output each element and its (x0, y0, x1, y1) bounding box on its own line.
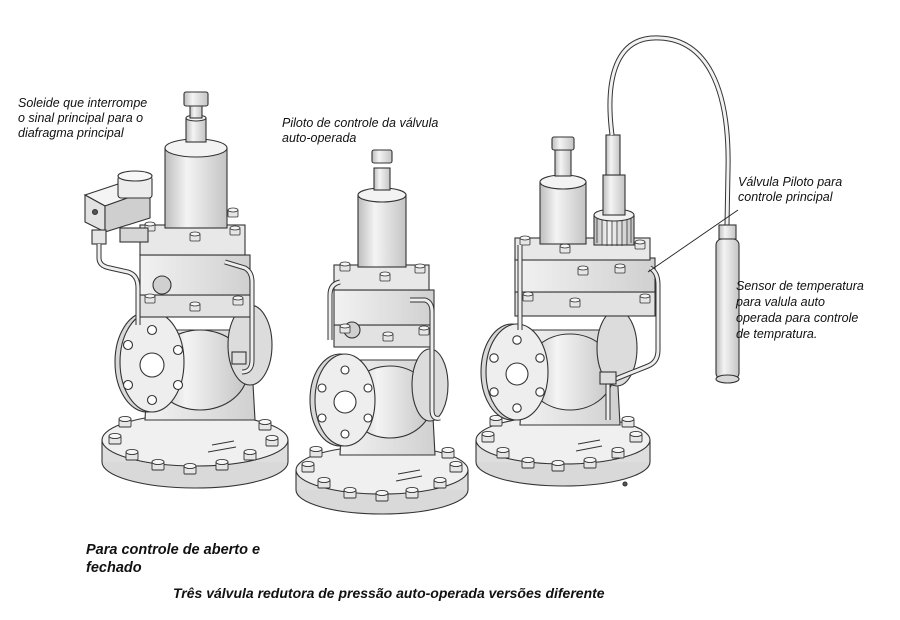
label-solenoid: Soleide que interrompe o sinal principal… (18, 96, 148, 140)
caption-on-off: Para controle de aberto e fechado (86, 542, 261, 576)
valve-pilot-operated (295, 149, 469, 515)
label-main-pilot: Válvula Piloto para controle principal (738, 175, 843, 204)
valve-with-solenoid (83, 91, 289, 489)
valve-temperature-control (475, 35, 740, 487)
figure-caption: Três válvula redutora de pressão auto-op… (173, 585, 605, 601)
label-pilot: Piloto de controle da válvula auto-opera… (282, 116, 439, 145)
label-temp-sensor: Sensor de temperatura para valula auto o… (736, 279, 864, 341)
